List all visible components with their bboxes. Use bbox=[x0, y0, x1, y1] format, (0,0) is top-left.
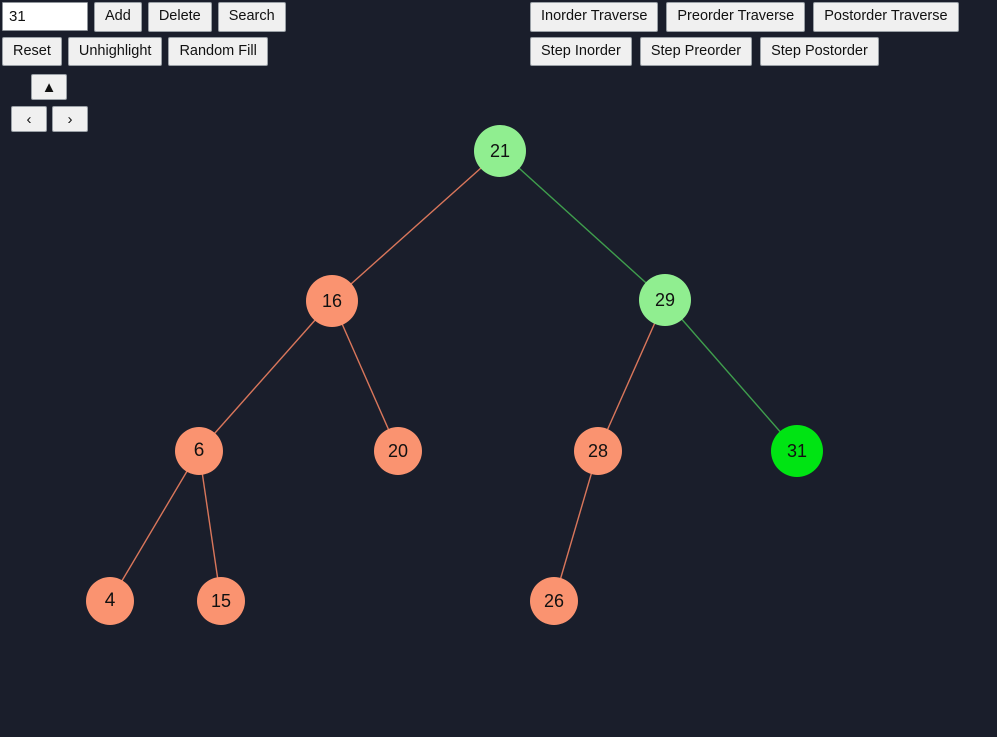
tree-node-label: 29 bbox=[654, 289, 676, 310]
step-traverse-row: Step Inorder Step Preorder Step Postorde… bbox=[530, 36, 959, 66]
tree-node-label: 15 bbox=[210, 590, 232, 611]
inorder-traverse-button[interactable]: Inorder Traverse bbox=[530, 2, 659, 32]
tree-node-29[interactable]: 29 bbox=[639, 274, 691, 326]
value-input[interactable] bbox=[2, 2, 88, 31]
tree-node-26[interactable]: 26 bbox=[530, 577, 578, 625]
tree-node-label: 21 bbox=[489, 140, 511, 161]
tree-node-31[interactable]: 31 bbox=[771, 425, 823, 477]
random-fill-button[interactable]: Random Fill bbox=[168, 36, 268, 66]
step-postorder-button[interactable]: Step Postorder bbox=[760, 36, 879, 66]
tree-node-15[interactable]: 15 bbox=[197, 577, 245, 625]
arrow-up-icon[interactable]: ▲ bbox=[31, 74, 67, 100]
tree-node-label: 4 bbox=[104, 590, 116, 611]
tree-node-label: 28 bbox=[587, 440, 609, 461]
toolbar-row-secondary: Reset Unhighlight Random Fill bbox=[2, 36, 286, 66]
traverse-row: Inorder Traverse Preorder Traverse Posto… bbox=[530, 2, 959, 32]
toolbar-row-primary: Add Delete Search bbox=[2, 2, 286, 32]
tree-node-28[interactable]: 28 bbox=[574, 427, 622, 475]
right-toolbar: Inorder Traverse Preorder Traverse Posto… bbox=[530, 2, 959, 71]
search-button[interactable]: Search bbox=[217, 2, 286, 32]
tree-node-label: 6 bbox=[193, 440, 205, 461]
preorder-traverse-button[interactable]: Preorder Traverse bbox=[666, 2, 806, 32]
tree-node-6[interactable]: 6 bbox=[175, 427, 223, 475]
tree-node-21[interactable]: 21 bbox=[474, 125, 526, 177]
tree-node-4[interactable]: 4 bbox=[86, 577, 134, 625]
tree-node-label: 16 bbox=[321, 290, 343, 311]
tree-node-label: 31 bbox=[786, 440, 808, 461]
navigation-arrow-pad: ▲ ‹ › bbox=[11, 74, 124, 144]
delete-button[interactable]: Delete bbox=[147, 2, 212, 32]
tree-node-label: 26 bbox=[543, 590, 565, 611]
left-toolbar: Add Delete Search Reset Unhighlight Rand… bbox=[2, 2, 286, 71]
arrow-right-icon[interactable]: › bbox=[52, 106, 88, 132]
arrow-left-icon[interactable]: ‹ bbox=[11, 106, 47, 132]
tree-node-16[interactable]: 16 bbox=[306, 275, 358, 327]
add-button[interactable]: Add bbox=[94, 2, 142, 32]
reset-button[interactable]: Reset bbox=[2, 36, 62, 66]
tree-node-20[interactable]: 20 bbox=[374, 427, 422, 475]
step-preorder-button[interactable]: Step Preorder bbox=[639, 36, 753, 66]
postorder-traverse-button[interactable]: Postorder Traverse bbox=[813, 2, 959, 32]
unhighlight-button[interactable]: Unhighlight bbox=[67, 36, 163, 66]
tree-node-label: 20 bbox=[387, 440, 409, 461]
step-inorder-button[interactable]: Step Inorder bbox=[530, 36, 632, 66]
